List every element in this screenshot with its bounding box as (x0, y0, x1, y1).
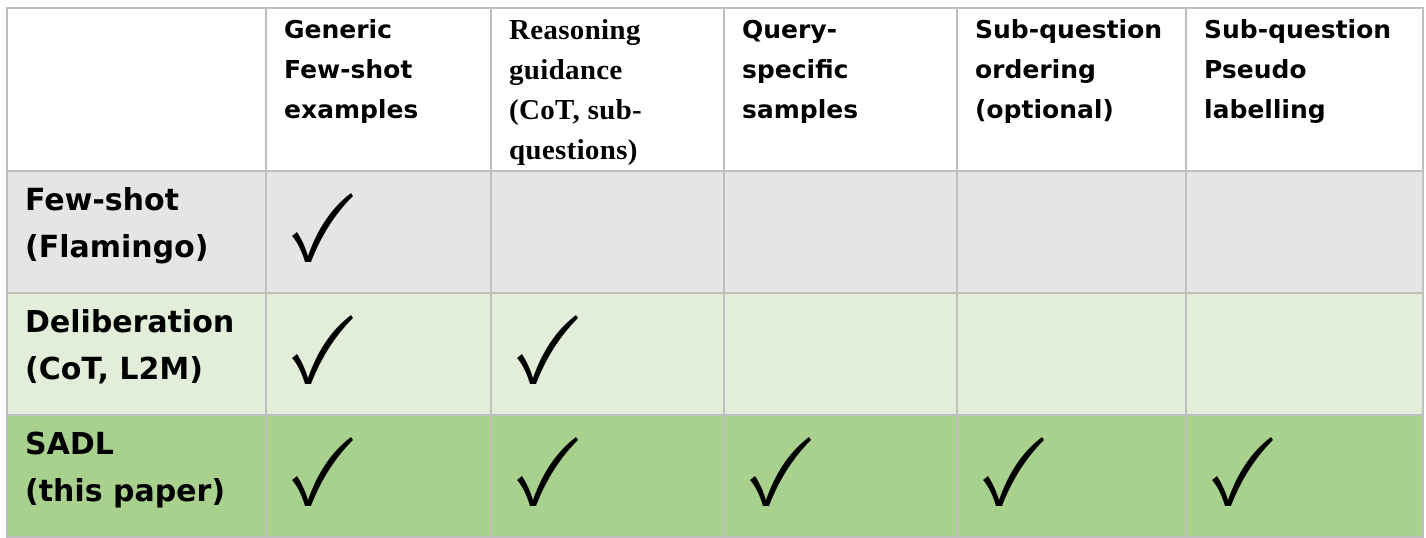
row-few-shot: Few-shot (Flamingo) (6, 170, 1424, 294)
row-label-deliberation: Deliberation (CoT, L2M) (6, 292, 267, 416)
header-row: Generic Few-shot examples Reasoning guid… (6, 7, 1424, 172)
checkmark-icon (983, 437, 1044, 506)
checkmark-icon (292, 437, 353, 506)
header-generic-few-shot-examples: Generic Few-shot examples (265, 7, 492, 172)
check-cell (956, 414, 1187, 538)
empty-cell (723, 170, 958, 294)
row-label-line: (CoT, L2M) (25, 352, 203, 387)
empty-cell (956, 292, 1187, 416)
check-cell (490, 414, 725, 538)
header-corner-cell (6, 7, 267, 172)
header-line: Query- (742, 15, 838, 44)
empty-cell (490, 170, 725, 294)
header-line: Generic (284, 15, 392, 44)
header-sub-question-ordering: Sub-question ordering (optional) (956, 7, 1187, 172)
header-line: Sub-question (975, 15, 1163, 44)
check-cell (490, 292, 725, 416)
header-line: (CoT, sub- (509, 94, 642, 126)
check-cell (265, 292, 492, 416)
header-line: specific (742, 55, 849, 84)
header-line: Pseudo (1204, 55, 1307, 84)
header-query-specific-samples: Query- specific samples (723, 7, 958, 172)
header-line: labelling (1204, 95, 1326, 124)
header-line: samples (742, 95, 859, 124)
row-label-line: (this paper) (25, 474, 226, 509)
checkmark-icon (517, 315, 578, 384)
empty-cell (1185, 170, 1424, 294)
row-sadl: SADL (this paper) (6, 414, 1424, 538)
row-label-sadl: SADL (this paper) (6, 414, 267, 538)
header-line: examples (284, 95, 419, 124)
header-sub-question-pseudo-labelling: Sub-question Pseudo labelling (1185, 7, 1424, 172)
check-cell (265, 170, 492, 294)
row-label-few-shot: Few-shot (Flamingo) (6, 170, 267, 294)
header-line: Few-shot (284, 55, 413, 84)
header-line: guidance (509, 54, 623, 86)
checkmark-icon (292, 193, 353, 262)
empty-cell (723, 292, 958, 416)
checkmark-icon (1212, 437, 1273, 506)
header-line: (optional) (975, 95, 1114, 124)
check-cell (265, 414, 492, 538)
check-cell (723, 414, 958, 538)
header-line: questions) (509, 134, 638, 166)
row-label-line: (Flamingo) (25, 230, 209, 265)
header-reasoning-guidance: Reasoning guidance (CoT, sub- questions) (490, 7, 725, 172)
header-line: Sub-question (1204, 15, 1392, 44)
row-label-line: Few-shot (25, 183, 179, 218)
empty-cell (1185, 292, 1424, 416)
row-label-line: SADL (25, 427, 114, 462)
checkmark-icon (750, 437, 811, 506)
header-line: ordering (975, 55, 1096, 84)
check-cell (1185, 414, 1424, 538)
comparison-table: Generic Few-shot examples Reasoning guid… (6, 7, 1424, 538)
checkmark-icon (517, 437, 578, 506)
empty-cell (956, 170, 1187, 294)
row-deliberation: Deliberation (CoT, L2M) (6, 292, 1424, 416)
checkmark-icon (292, 315, 353, 384)
header-line: Reasoning (509, 14, 641, 46)
row-label-line: Deliberation (25, 305, 235, 340)
